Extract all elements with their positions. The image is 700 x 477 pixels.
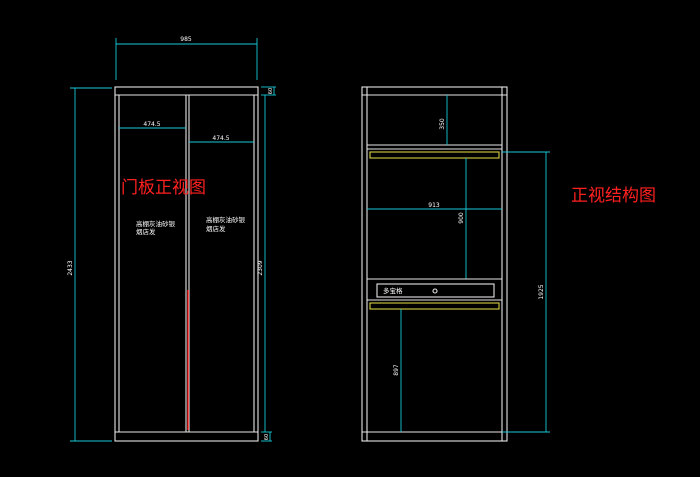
- right-door-note-line1: 高棚灰油砂银: [206, 215, 246, 224]
- inner-width-label: 913: [428, 202, 440, 209]
- structure-view-title: 正视结构图: [571, 186, 656, 206]
- middle-compartment-height-label: 900: [458, 212, 465, 224]
- structure-front-view: 350 913 900 多宝格 897 1925 正视结构图: [361, 86, 656, 442]
- drawer-front: [376, 283, 495, 298]
- cabinet-outline: [114, 86, 259, 442]
- right-door-note-line2: 烟店发: [206, 224, 226, 233]
- lower-compartment-height-label: 897: [393, 364, 400, 376]
- bottom-gap-label: 60: [264, 434, 270, 440]
- left-door-width-label: 474.5: [143, 121, 160, 128]
- door-height-label: 2309: [257, 260, 264, 275]
- overall-width-label: 985: [180, 36, 192, 43]
- door-view-title: 门板正视图: [121, 178, 206, 198]
- drawer-label: 多宝格: [383, 286, 403, 295]
- right-door-width-label: 474.5: [212, 135, 229, 142]
- frame-outline: [361, 86, 508, 442]
- overall-height-label: 2433: [67, 260, 74, 275]
- top-gap-label: 60: [268, 88, 274, 94]
- door-panel-front-view: 985 2433 474.5 474.5 高棚灰油砂银 烟店发 高棚灰油砂银 烟…: [67, 36, 276, 442]
- hanging-rail: [369, 151, 500, 159]
- lower-rail: [369, 302, 500, 310]
- top-compartment-height-label: 350: [439, 118, 446, 130]
- hang-height-label: 1925: [538, 284, 545, 299]
- left-door-note-line1: 高棚灰油砂银: [136, 219, 176, 228]
- drawer-knob: [432, 288, 438, 294]
- left-door-note-line2: 烟店发: [136, 227, 156, 236]
